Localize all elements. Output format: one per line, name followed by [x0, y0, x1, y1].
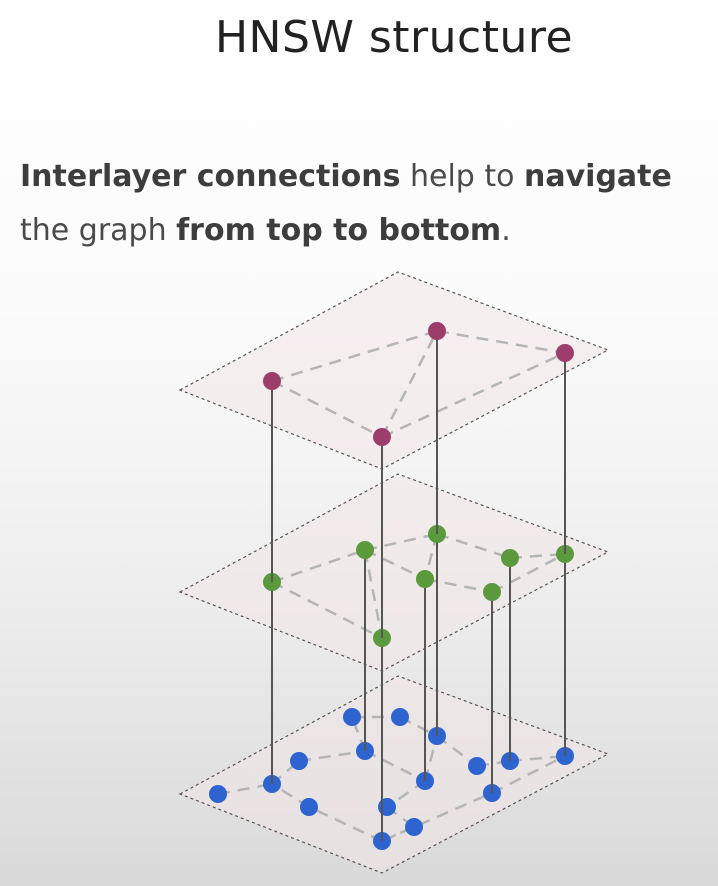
caption-text: . [501, 213, 511, 248]
middle-layer-plane [178, 473, 610, 672]
top-layer-node [428, 322, 446, 340]
middle-layer-edge [363, 549, 384, 639]
caption-emphasis-navigate: navigate [524, 159, 672, 194]
middle-layer-edge [271, 548, 366, 584]
bottom-layer-node [209, 785, 227, 803]
middle-layer-edge [509, 552, 566, 560]
middle-layer-node [416, 570, 434, 588]
caption-emphasis-interlayer: Interlayer connections [20, 159, 401, 194]
middle-layer-edge [364, 532, 438, 552]
top-layer-edge [436, 329, 566, 355]
bottom-layer-edge [491, 754, 566, 795]
bottom-layer-plane [178, 675, 610, 874]
middle-layer-edge [491, 552, 566, 594]
middle-layer-edge [271, 580, 383, 640]
middle-layer-node [483, 583, 501, 601]
top-layer-node [556, 344, 574, 362]
top-layer-node [263, 372, 281, 390]
bottom-layer-node [343, 708, 361, 726]
bottom-layer-node [290, 752, 308, 770]
bottom-layer-node [468, 757, 486, 775]
bottom-layer-node [405, 818, 423, 836]
bottom-layer-edge [381, 791, 493, 843]
bottom-layer-node [300, 798, 318, 816]
middle-layer-edge [364, 548, 426, 581]
bottom-layer-edge [364, 749, 426, 783]
caption: Interlayer connections help to navigate … [20, 150, 710, 258]
slide-title: HNSW structure [214, 12, 574, 63]
caption-emphasis-direction: from top to bottom [176, 213, 502, 248]
top-layer-edge [381, 351, 566, 439]
top-layer-edge [271, 379, 383, 439]
middle-layer-edge [436, 532, 511, 560]
caption-text: the graph [20, 213, 177, 248]
caption-text: help to [400, 159, 525, 194]
middle-layer-node [356, 541, 374, 559]
bottom-layer-node [391, 708, 409, 726]
bottom-layer-edge [308, 805, 383, 843]
top-layer-edge [271, 329, 438, 383]
bottom-layer-edge [298, 749, 366, 763]
middle-layer-node [501, 549, 519, 567]
bottom-layer-node [378, 798, 396, 816]
bottom-layer-edge [509, 754, 566, 763]
top-layer-node [373, 428, 391, 446]
top-layer-plane [178, 271, 610, 470]
bottom-layer-edge [217, 782, 273, 796]
